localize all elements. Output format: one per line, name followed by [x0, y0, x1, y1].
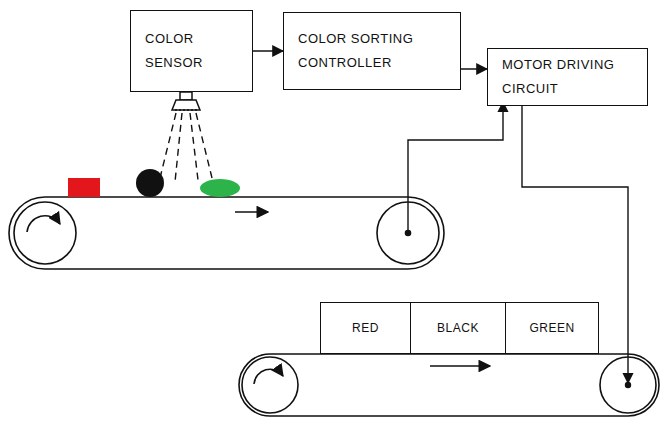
green-object — [200, 179, 240, 197]
light-rays — [160, 113, 212, 182]
sensor-nozzle — [172, 92, 200, 110]
motor-driver-box: MOTOR DRIVING CIRCUIT — [487, 48, 648, 106]
sensor-box: COLOR SENSOR — [130, 10, 253, 92]
black-object — [136, 169, 164, 197]
node-label: RED — [352, 321, 379, 335]
upper-conveyor — [9, 197, 444, 269]
signal-arrow — [461, 68, 487, 70]
sort-bin: RED — [320, 302, 411, 354]
signal-arrow — [253, 50, 283, 52]
node-label: MOTOR DRIVING CIRCUIT — [488, 53, 647, 101]
lower-conveyor — [239, 354, 659, 416]
red-object — [68, 178, 100, 197]
node-label: GREEN — [529, 321, 574, 335]
motor-wire — [408, 100, 631, 388]
sort-bin: GREEN — [505, 302, 599, 354]
node-label: BLACK — [437, 321, 479, 335]
node-label: COLOR SORTING CONTROLLER — [284, 27, 460, 75]
sort-bin: BLACK — [410, 302, 506, 354]
controller-box: COLOR SORTING CONTROLLER — [283, 12, 461, 90]
node-label: COLOR SENSOR — [131, 27, 252, 75]
